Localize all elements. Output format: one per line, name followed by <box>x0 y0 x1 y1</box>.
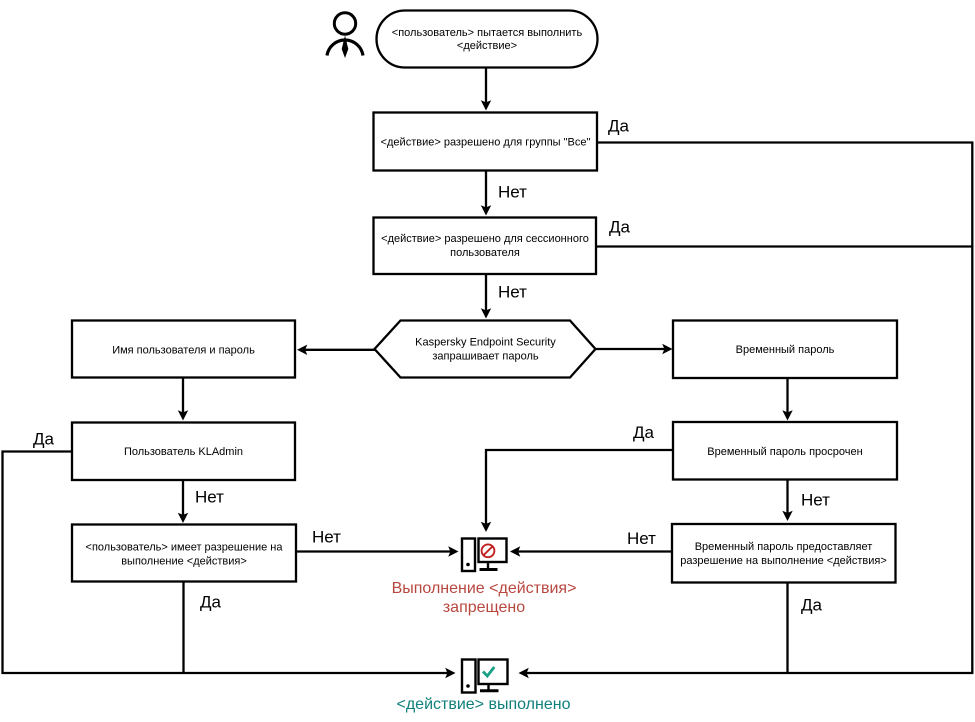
svg-text:<пользователь> имеет разрешени: <пользователь> имеет разрешение на <box>86 542 284 554</box>
svg-text:Kaspersky Endpoint Security: Kaspersky Endpoint Security <box>415 337 556 349</box>
svg-text:запрещено: запрещено <box>443 599 525 616</box>
svg-text:Нет: Нет <box>801 491 830 510</box>
svg-text:разрешение на выполнение <дейс: разрешение на выполнение <действия> <box>680 555 887 567</box>
svg-text:выполнение <действия>: выполнение <действия> <box>121 556 247 568</box>
svg-text:Нет: Нет <box>498 283 527 302</box>
svg-text:Нет: Нет <box>498 183 527 202</box>
svg-text:<действие>: <действие> <box>457 40 517 52</box>
svg-text:<пользователь> пытается выполн: <пользователь> пытается выполнить <box>392 27 583 39</box>
svg-text:Да: Да <box>608 117 630 136</box>
svg-text:<действие> разрешено для сесси: <действие> разрешено для сессионного <box>381 233 589 245</box>
svg-text:Да: Да <box>609 218 631 237</box>
svg-text:Временный пароль: Временный пароль <box>736 344 835 356</box>
svg-text:Нет: Нет <box>312 528 341 547</box>
svg-text:Выполнение <действия>: Выполнение <действия> <box>392 580 577 597</box>
svg-text:Временный пароль предоставляет: Временный пароль предоставляет <box>695 541 873 553</box>
svg-text:Пользователь KLAdmin: Пользователь KLAdmin <box>124 446 243 458</box>
svg-text:Да: Да <box>33 430 55 449</box>
svg-text:Да: Да <box>633 423 655 442</box>
svg-text:<действие> выполнено: <действие> выполнено <box>397 696 571 713</box>
svg-text:запрашивает пароль: запрашивает пароль <box>432 351 538 363</box>
svg-text:Да: Да <box>200 593 222 612</box>
svg-text:Да: Да <box>801 596 823 615</box>
svg-text:пользователя: пользователя <box>450 247 520 259</box>
svg-text:<действие> разрешено для групп: <действие> разрешено для группы "Все" <box>381 137 591 149</box>
svg-text:Имя пользователя и пароль: Имя пользователя и пароль <box>112 345 255 357</box>
svg-text:Нет: Нет <box>195 488 224 507</box>
svg-text:Временный пароль просрочен: Временный пароль просрочен <box>707 446 862 458</box>
svg-text:Нет: Нет <box>627 529 656 548</box>
